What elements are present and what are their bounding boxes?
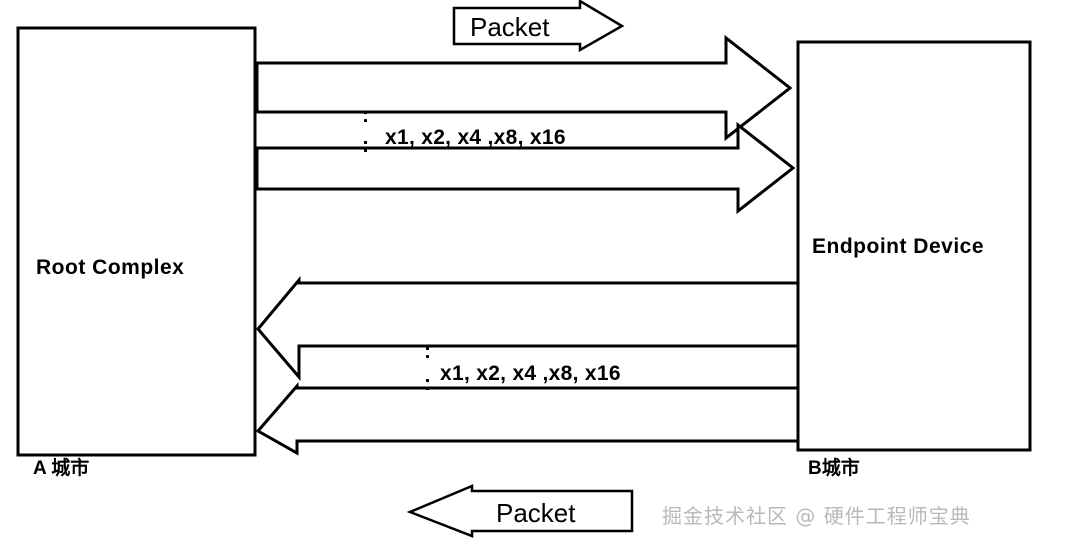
endpoint-device-city-caption: B城市	[808, 456, 860, 479]
endpoint-device-label: Endpoint Device	[812, 235, 984, 258]
downstream-dots-upper: :	[362, 104, 369, 127]
root-complex-box[interactable]	[16, 26, 257, 457]
endpoint-device-box[interactable]	[796, 40, 1032, 452]
upstream-dots-lower: :	[424, 372, 431, 395]
watermark: 掘金技术社区 @ 硬件工程师宝典	[662, 504, 971, 528]
upstream-dots-upper: :	[424, 340, 431, 363]
upstream-arrow-1[interactable]	[256, 275, 800, 382]
upstream-arrow-2[interactable]	[255, 381, 800, 456]
packet-bottom-shape[interactable]	[406, 484, 634, 538]
downstream-arrow-2[interactable]	[255, 121, 796, 215]
downstream-lane-width-label: x1, x2, x4 ,x8, x16	[385, 126, 566, 149]
packet-top-label: Packet	[470, 12, 550, 42]
packet-bottom-label: Packet	[496, 498, 576, 528]
root-complex-city-caption: A 城市	[33, 456, 89, 479]
downstream-arrow-1[interactable]	[255, 34, 793, 142]
downstream-dots-lower: :	[362, 134, 369, 157]
upstream-lane-width-label: x1, x2, x4 ,x8, x16	[440, 362, 621, 385]
packet-top-shape[interactable]	[452, 0, 625, 53]
root-complex-label: Root Complex	[36, 256, 184, 279]
